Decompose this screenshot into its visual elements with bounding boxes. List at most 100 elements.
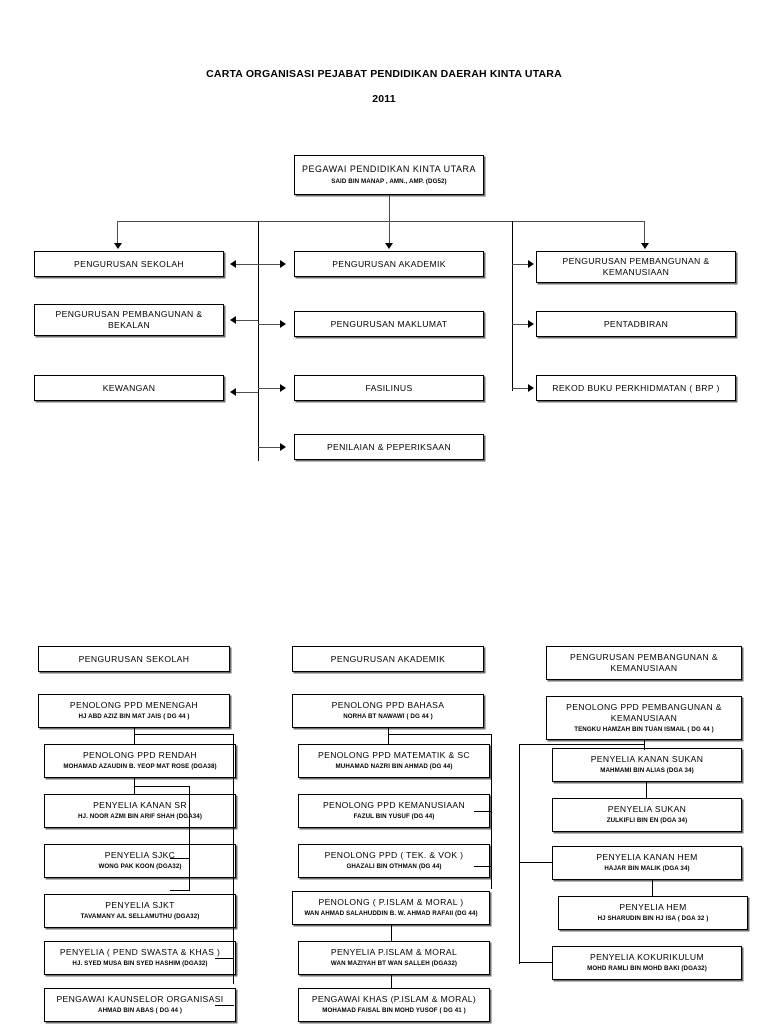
connector-academic-v-khas (391, 975, 393, 988)
arrow-right-middle-0 (280, 260, 286, 268)
section-school-item-3[interactable]: PENYELIA SJKC WONG PAK KOON (DGA32) (44, 844, 236, 878)
connector-drop-right (644, 221, 646, 243)
section-development-item-1[interactable]: PENYELIA KANAN SUKAN MAHMAMI BIN ALIAS (… (552, 748, 742, 782)
connector-school-h-kaunselor (215, 1005, 234, 1007)
section-academic-item-5[interactable]: PENYELIA P.ISLAM & MORAL WAN MAZIYAH BT … (298, 941, 490, 975)
org-box-person: WAN MAZIYAH BT WAN SALLEH (DGA32) (330, 960, 458, 968)
arrow-right-right-2 (528, 384, 534, 392)
org-box-title: PENYELIA HEM (619, 902, 687, 913)
division-label: PENILAIAN & PEPERIKSAAN (326, 441, 452, 452)
org-box-title: PENYELIA P.ISLAM & MORAL (330, 947, 458, 958)
division-label: PENGURUSAN PEMBANGUNAN & KEMANUSIAAN (562, 256, 710, 277)
connector-right-1 (512, 324, 530, 326)
division-box-middle-3[interactable]: PENILAIAN & PEPERIKSAAN (294, 434, 484, 460)
division-label: REKOD BUKU PERKHIDMATAN ( BRP ) (552, 382, 720, 393)
org-box-person: TAVAMANY A/L SELLAMUTHU (DGA32) (80, 913, 200, 921)
connector-right-0 (512, 264, 530, 266)
section-development-item-5[interactable]: PENYELIA KOKURIKULUM MOHD RAMLI BIN MOHD… (552, 946, 742, 980)
connector-academic-v0 (388, 728, 390, 744)
section-school-item-0[interactable]: PENOLONG PPD MENENGAH HJ ABD AZIZ BIN MA… (38, 694, 230, 728)
division-box-right-0[interactable]: PENGURUSAN PEMBANGUNAN & KEMANUSIAAN (536, 251, 736, 283)
section-development-item-2[interactable]: PENYELIA SUKAN ZULKIFLI BIN EN (DGA 34) (552, 798, 742, 832)
org-box-person: MAHMAMI BIN ALIAS (DGA 34) (600, 767, 694, 775)
section-development-item-4[interactable]: PENYELIA HEM HJ SHARUDIN BIN HJ ISA ( DG… (558, 896, 748, 930)
division-label: PENTADBIRAN (603, 318, 669, 329)
org-box-person: HJ. SYED MUSA BIN SYED HASHIM (DGA32) (72, 960, 208, 968)
division-box-left-2[interactable]: KEWANGAN (34, 375, 224, 401)
section-school-item-1[interactable]: PENOLONG PPD RENDAH MOHAMAD AZAUDIN B. Y… (44, 744, 236, 778)
arrow-left-1 (230, 316, 236, 324)
connector-dev-v-sukan (646, 782, 648, 798)
section-development-item-0[interactable]: PENOLONG PPD PEMBANGUNAN & KEMANUSIAAN T… (546, 696, 742, 740)
section-academic-item-1[interactable]: PENOLONG PPD MATEMATIK & SC MUHAMAD NAZR… (298, 744, 490, 778)
section-header-label: PENGURUSAN PEMBANGUNAN & KEMANUSIAAN (569, 652, 719, 673)
division-label: PENGURUSAN PEMBANGUNAN & BEKALAN (55, 309, 203, 330)
page-title: CARTA ORGANISASI PEJABAT PENDIDIKAN DAER… (206, 68, 562, 80)
division-box-middle-0[interactable]: PENGURUSAN AKADEMIK (294, 251, 484, 277)
org-box-person: TENGKU HAMZAH BIN TUAN ISMAIL ( DG 44 ) (574, 725, 714, 733)
section-school-item-5[interactable]: PENYELIA ( PEND SWASTA & KHAS ) HJ. SYED… (44, 941, 236, 975)
division-label: FASILINUS (365, 382, 413, 393)
org-box-person: HAJAR BIN MALIK (DGA 34) (604, 865, 690, 873)
connector-school-bracket-a (233, 734, 235, 984)
division-box-right-2[interactable]: REKOD BUKU PERKHIDMATAN ( BRP ) (536, 375, 736, 401)
connector-school-h-sjkt (170, 890, 190, 892)
connector-left-0 (236, 264, 258, 266)
connector-dev-h-koku (519, 962, 553, 964)
org-box-person: FAZUL BIN YUSUF (DG 44) (353, 813, 435, 821)
org-box-title: PENYELIA SJKT (105, 900, 175, 911)
connector-school-v0 (134, 728, 136, 744)
section-academic-item-6[interactable]: PENGAWAI KHAS (P.ISLAM & MORAL) MOHAMAD … (298, 988, 490, 1022)
connector-dev-v-hem (652, 880, 654, 896)
section-header-school[interactable]: PENGURUSAN SEKOLAH (38, 646, 230, 672)
connector-left-1 (236, 320, 258, 322)
connector-academic-h-tekvok (474, 866, 492, 868)
section-header-academic[interactable]: PENGURUSAN AKADEMIK (292, 646, 484, 672)
org-box-head[interactable]: PEGAWAI PENDIDIKAN KINTA UTARA SAID BIN … (294, 155, 484, 195)
section-development-item-3[interactable]: PENYELIA KANAN HEM HAJAR BIN MALIK (DGA … (552, 846, 742, 880)
org-box-title: PENOLONG PPD BAHASA (331, 700, 445, 711)
division-box-right-1[interactable]: PENTADBIRAN (536, 311, 736, 337)
org-box-title: PENYELIA KOKURIKULUM (590, 952, 704, 963)
division-box-middle-2[interactable]: FASILINUS (294, 375, 484, 401)
org-box-title: PENYELIA KANAN SR (93, 800, 187, 811)
connector-school-bracket-b (189, 786, 191, 891)
division-box-left-1[interactable]: PENGURUSAN PEMBANGUNAN & BEKALAN (34, 304, 224, 336)
section-academic-item-4[interactable]: PENOLONG ( P.ISLAM & MORAL ) WAN AHMAD S… (292, 891, 490, 925)
org-box-person: HJ ABD AZIZ BIN MAT JAIS ( DG 44 ) (78, 713, 190, 721)
org-box-title: PENYELIA SUKAN (607, 804, 687, 815)
connector-left-2 (236, 392, 258, 394)
org-box-person: NORHA BT NAWAWI ( DG 44 ) (343, 713, 433, 721)
section-school-item-4[interactable]: PENYELIA SJKT TAVAMANY A/L SELLAMUTHU (D… (44, 894, 236, 928)
division-box-left-0[interactable]: PENGURUSAN SEKOLAH (34, 251, 224, 277)
arrow-right-right-0 (528, 260, 534, 268)
arrow-left-0 (230, 260, 236, 268)
division-box-middle-1[interactable]: PENGURUSAN MAKLUMAT (294, 311, 484, 337)
section-header-development[interactable]: PENGURUSAN PEMBANGUNAN & KEMANUSIAAN (546, 646, 742, 680)
section-school-item-2[interactable]: PENYELIA KANAN SR HJ. NOOR AZMI BIN ARIF… (44, 794, 236, 828)
org-box-person: AHMAD BIN ABAS ( DG 44 ) (98, 1007, 182, 1015)
org-box-person: WONG PAK KOON (DGA32) (98, 863, 182, 871)
org-box-person: GHAZALI BIN OTHMAN (DG 44) (346, 863, 442, 871)
org-box-person: HJ. NOOR AZMI BIN ARIF SHAH (DGA34) (77, 813, 203, 821)
org-box-title: PENGAWAI KAUNSELOR ORGANISASI (56, 994, 224, 1005)
org-box-title: PEGAWAI PENDIDIKAN KINTA UTARA (301, 164, 477, 175)
division-label: PENGURUSAN SEKOLAH (74, 258, 184, 269)
org-box-title: PENOLONG PPD ( TEK. & VOK ) (324, 850, 464, 861)
org-box-person: ZULKIFLI BIN EN (DGA 34) (606, 817, 688, 825)
arrow-right-right-1 (528, 320, 534, 328)
org-box-title: PENYELIA KANAN SUKAN (590, 754, 704, 765)
connector-school-h1 (134, 786, 190, 788)
section-header-label: PENGURUSAN AKADEMIK (330, 653, 446, 664)
arrow-left-2 (230, 388, 236, 396)
section-school-item-6[interactable]: PENGAWAI KAUNSELOR ORGANISASI AHMAD BIN … (44, 988, 236, 1022)
connector-academic-v-islam (391, 925, 393, 941)
org-box-title: PENYELIA SJKC (104, 850, 176, 861)
section-academic-item-3[interactable]: PENOLONG PPD ( TEK. & VOK ) GHAZALI BIN … (298, 844, 490, 878)
section-academic-item-0[interactable]: PENOLONG PPD BAHASA NORHA BT NAWAWI ( DG… (292, 694, 484, 728)
connector-spine-left-middle (258, 221, 260, 461)
section-academic-item-2[interactable]: PENOLONG PPD KEMANUSIAAN FAZUL BIN YUSUF… (298, 794, 490, 828)
arrow-right-middle-3 (280, 443, 286, 451)
section-header-label: PENGURUSAN SEKOLAH (78, 653, 190, 664)
division-label: PENGURUSAN AKADEMIK (332, 258, 446, 269)
